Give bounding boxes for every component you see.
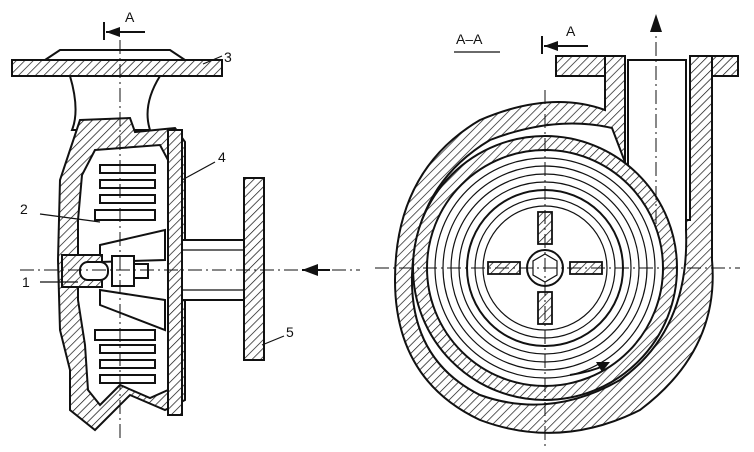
cover-plate [167, 129, 183, 416]
section-label-left: A [125, 9, 135, 25]
side-section-view: A 3 2 1 4 5 [11, 9, 360, 440]
shaft-collar [111, 255, 135, 287]
flow-arrow-head [302, 264, 318, 276]
impeller-blades-bottom [94, 329, 156, 384]
impeller-blades-top [94, 164, 156, 221]
shaft-tip [133, 263, 149, 279]
section-label-right: A [566, 23, 576, 39]
discharge-arrow-head [650, 14, 662, 32]
section-title: A–A [456, 31, 483, 47]
shaft-nut [79, 261, 109, 281]
callout-3: 3 [224, 49, 232, 65]
callout-5: 5 [286, 324, 294, 340]
pipe-flange [243, 177, 265, 361]
impeller-hub-lower [99, 288, 166, 332]
flange-cap [41, 49, 189, 61]
section-aa-view: A–A A [375, 14, 740, 448]
callout-4: 4 [218, 149, 226, 165]
discharge-flange [555, 55, 608, 77]
top-flange [11, 59, 223, 77]
callout-2: 2 [20, 201, 28, 217]
callout-1: 1 [22, 274, 30, 290]
